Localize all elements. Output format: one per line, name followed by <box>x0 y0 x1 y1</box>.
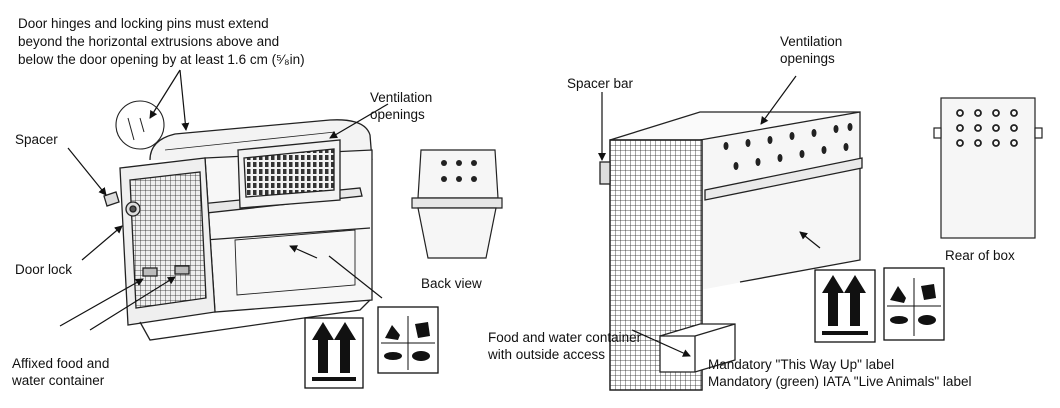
affixed-food-label-line-1: Affixed food and <box>12 356 110 371</box>
door-lock-label: Door lock <box>15 262 73 277</box>
hinges-label-line-1: Door hinges and locking pins must extend <box>18 16 269 31</box>
food-outside-label-line-1: Food and water container <box>488 330 642 345</box>
live-animals-label-left <box>377 306 439 374</box>
hinges-label-line-3: below the door opening by at least 1.6 c… <box>18 52 305 67</box>
back-view-label: Back view <box>421 276 482 291</box>
ventilation-right-label-line-2: openings <box>780 51 835 66</box>
hinges-label-line-2: beyond the horizontal extrusions above a… <box>18 34 280 49</box>
mandatory-this-way-up-text: Mandatory "This Way Up" label <box>708 357 895 372</box>
affixed-food-label-line-2: water container <box>12 373 105 388</box>
rear-of-box-label: Rear of box <box>945 248 1015 263</box>
ventilation-left-label-line-1: Ventilation <box>370 90 433 105</box>
this-way-up-label-right <box>814 269 876 343</box>
spacer-bar-label: Spacer bar <box>567 76 634 91</box>
this-way-up-label-left <box>304 317 364 389</box>
leader-arrows <box>59 69 821 357</box>
spacer-label: Spacer <box>15 132 58 147</box>
food-outside-label-line-2: with outside access <box>488 347 606 362</box>
rear-of-box-drawing <box>933 97 1043 239</box>
mandatory-live-animals-text: Mandatory (green) IATA "Live Animals" la… <box>708 374 972 389</box>
back-view-drawing <box>411 149 503 259</box>
live-animals-label-right <box>883 267 945 341</box>
ventilation-right-label-line-1: Ventilation <box>780 34 843 49</box>
wooden-box <box>599 111 863 391</box>
ventilation-left-label-line-2: openings <box>370 107 425 122</box>
